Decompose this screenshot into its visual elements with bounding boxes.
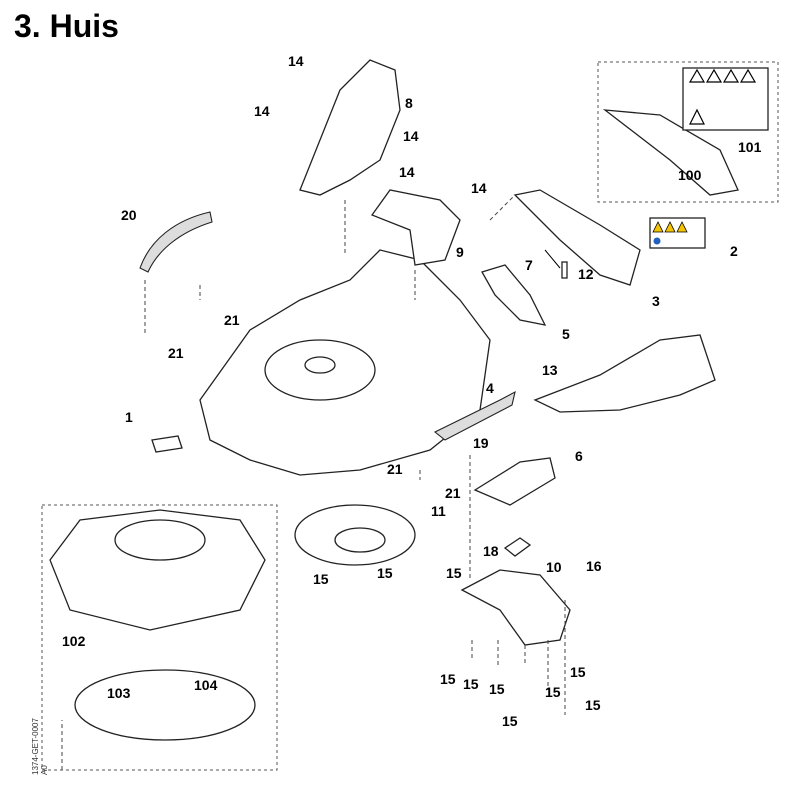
spring-part-7 <box>544 249 561 269</box>
callout-103: 103 <box>107 685 131 701</box>
wheel-bracket-part-10 <box>460 569 571 646</box>
callout-104: 104 <box>194 677 218 693</box>
callout-19: 19 <box>473 435 489 451</box>
callout-14: 14 <box>288 53 304 69</box>
callout-13: 13 <box>542 362 558 378</box>
callout-15: 15 <box>446 565 462 581</box>
callout-5: 5 <box>562 326 570 342</box>
callout-15: 15 <box>489 681 505 697</box>
callout-12: 12 <box>578 266 594 282</box>
flap-part-5 <box>481 264 547 326</box>
callout-10: 10 <box>546 559 562 575</box>
cover-part-20 <box>139 211 213 273</box>
callout-11: 11 <box>431 503 446 519</box>
callout-20: 20 <box>121 207 137 223</box>
handle-bracket-part-8 <box>299 59 401 196</box>
rear-flap-part-100 <box>602 109 739 196</box>
cover-part-6 <box>473 457 556 506</box>
callout-1: 1 <box>125 409 133 425</box>
callout-15: 15 <box>585 697 601 713</box>
callout-labels: 14 8 14 14 14 14 20 9 7 12 2 3 100 101 21 21 5 13 4 1 19 6 21 2… <box>62 53 762 729</box>
callout-102: 102 <box>62 633 86 649</box>
callout-15: 15 <box>377 565 393 581</box>
callout-15: 15 <box>545 684 561 700</box>
callout-14: 14 <box>399 164 415 180</box>
pin-part-12 <box>561 261 568 279</box>
callout-14: 14 <box>471 180 487 196</box>
callout-14: 14 <box>403 128 419 144</box>
inset-box-deck-variant <box>41 504 278 771</box>
strip-part-19 <box>433 390 516 441</box>
callout-8: 8 <box>405 95 413 111</box>
callout-21: 21 <box>168 345 184 361</box>
assembly-lines <box>61 194 566 770</box>
callout-9: 9 <box>456 244 464 260</box>
callout-15: 15 <box>502 713 518 729</box>
callout-2: 2 <box>730 243 738 259</box>
callout-21: 21 <box>224 312 240 328</box>
callout-15: 15 <box>313 571 329 587</box>
bracket-part-9 <box>370 189 461 266</box>
callout-100: 100 <box>678 167 702 183</box>
callout-16: 16 <box>586 558 602 574</box>
inset-deck-opening <box>114 519 206 561</box>
callout-6: 6 <box>575 448 583 464</box>
grass-chute-part-13 <box>533 334 716 413</box>
label-part-1 <box>151 435 183 453</box>
callout-3: 3 <box>652 293 660 309</box>
callout-15: 15 <box>440 671 456 687</box>
callout-15: 15 <box>463 676 479 692</box>
callout-14: 14 <box>254 103 270 119</box>
drawing-revision: A0 <box>40 765 49 775</box>
callout-7: 7 <box>525 257 533 273</box>
callout-4: 4 <box>486 380 494 396</box>
rear-flap-part-3 <box>513 189 641 286</box>
callout-21: 21 <box>387 461 403 477</box>
callout-21: 21 <box>445 485 461 501</box>
page-title: 3. Huis <box>14 8 119 44</box>
label-icon-blue <box>653 237 661 245</box>
callout-15: 15 <box>570 664 586 680</box>
callout-101: 101 <box>738 139 762 155</box>
inset-deck-housing <box>49 509 266 631</box>
drawing-code: 1374-GET-0007 <box>31 718 40 775</box>
blade-ring-center <box>334 527 386 553</box>
deck-hub <box>304 356 336 374</box>
callout-18: 18 <box>483 543 499 559</box>
ring-part-103 <box>74 669 256 741</box>
inset-box-labels <box>597 61 779 203</box>
clip-part-18 <box>503 537 532 557</box>
